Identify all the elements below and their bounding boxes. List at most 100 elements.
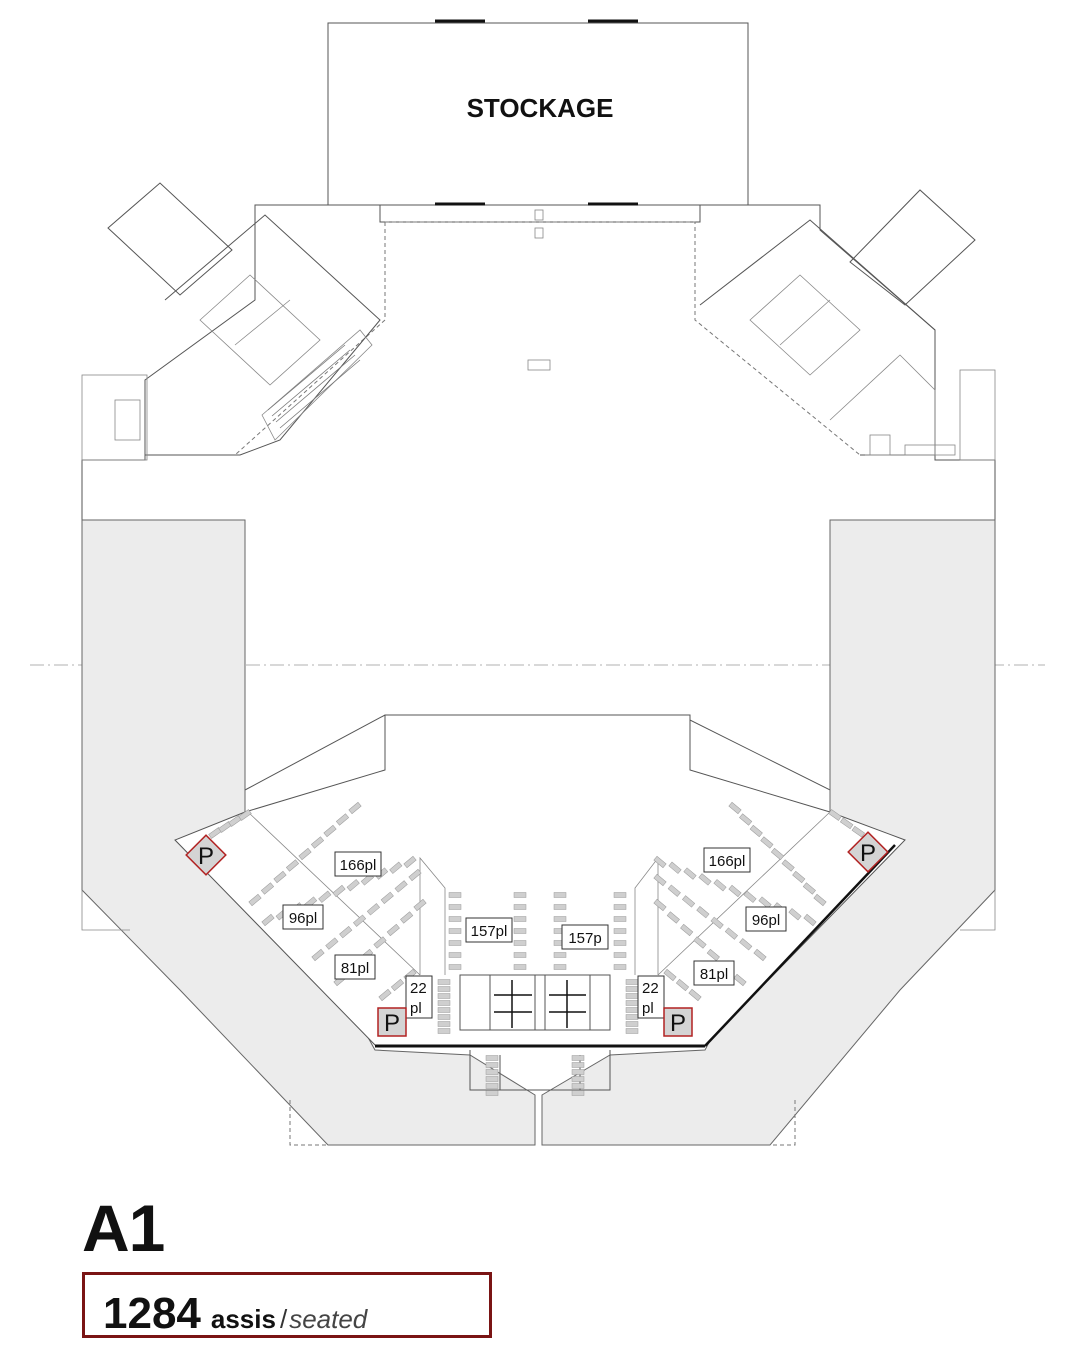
seat (325, 937, 339, 950)
seat (739, 938, 753, 951)
seat (698, 873, 712, 886)
seat (485, 1069, 499, 1075)
seat (571, 1076, 585, 1082)
seat (688, 988, 702, 1002)
seat (448, 892, 462, 898)
seat (553, 904, 567, 910)
seat (311, 948, 325, 962)
seat (485, 1055, 499, 1061)
seat (753, 948, 767, 962)
seat (403, 855, 417, 869)
seat (323, 824, 337, 838)
seat (448, 928, 462, 934)
seat (513, 916, 527, 922)
seat (851, 825, 866, 838)
seat (553, 952, 567, 958)
parking-label: P (670, 1010, 686, 1037)
seat (706, 948, 720, 962)
section-label-right-22: 22 pl (637, 975, 665, 1019)
seat (760, 836, 774, 849)
seat (485, 1076, 499, 1082)
seat (653, 873, 667, 887)
plan-title: A1 (82, 1191, 165, 1265)
svg-text:81pl: 81pl (700, 966, 728, 983)
seat (238, 809, 252, 821)
seat (625, 1014, 639, 1020)
seat (273, 870, 287, 884)
seat (667, 884, 681, 897)
svg-text:81pl: 81pl (341, 960, 369, 977)
seat (625, 1021, 639, 1027)
capacity-label-fr: assis (210, 1304, 276, 1334)
section-label-left-96: 96pl (282, 904, 324, 930)
seat (437, 1014, 451, 1020)
hall-dashed-outline (234, 221, 861, 456)
seat (613, 928, 627, 934)
seat (571, 1055, 585, 1061)
parking-icon-right-bottom (663, 1007, 693, 1037)
seat (749, 824, 763, 838)
seat (437, 1007, 451, 1013)
seat (728, 884, 742, 898)
svg-text:22: 22 (642, 980, 659, 997)
seat (437, 1000, 451, 1006)
seat (248, 893, 262, 907)
seat (298, 847, 312, 861)
seat (625, 1007, 639, 1013)
storage-label: STOCKAGE (467, 93, 614, 123)
section-label-left-81: 81pl (334, 954, 376, 980)
seat (373, 936, 387, 949)
seat (437, 1028, 451, 1034)
seat (513, 904, 527, 910)
seat (663, 968, 677, 982)
parking-icon-left-bottom (377, 1007, 407, 1037)
seat (400, 911, 414, 924)
seat (366, 903, 380, 916)
seat (318, 890, 332, 903)
seat (728, 801, 742, 815)
seat (613, 964, 627, 970)
floor-plan: STOCKAGE (30, 19, 1045, 1146)
seat (437, 993, 451, 999)
seat (553, 964, 567, 970)
seat (675, 978, 690, 992)
seat (310, 836, 325, 849)
seat (408, 868, 422, 882)
seat (448, 952, 462, 958)
section-label-right-166: 166pl (703, 847, 751, 873)
section-label-center-right-157: 157p (561, 924, 609, 950)
seat (613, 940, 627, 946)
storage-room (327, 22, 749, 206)
seat (724, 927, 738, 940)
seat (437, 979, 451, 985)
seat (390, 978, 405, 992)
seat (803, 913, 817, 927)
seat (378, 988, 392, 1002)
seat (710, 916, 724, 929)
seat (332, 884, 346, 898)
seat (625, 1028, 639, 1034)
capacity-box: 1284 assis / seated (82, 1272, 492, 1338)
svg-text:96pl: 96pl (752, 912, 780, 929)
seat (625, 1000, 639, 1006)
seat (802, 882, 816, 895)
svg-text:pl: pl (642, 1000, 654, 1017)
seat (261, 913, 275, 927)
seat (346, 879, 360, 892)
svg-text:96pl: 96pl (289, 910, 317, 927)
section-label-right-81: 81pl (693, 960, 735, 986)
svg-text:22: 22 (410, 980, 427, 997)
seat (513, 952, 527, 958)
capacity-separator: / (279, 1304, 288, 1334)
seat (485, 1090, 499, 1096)
seat (713, 879, 727, 892)
seat (485, 1083, 499, 1089)
seat (693, 936, 707, 949)
section-label-left-166: 166pl (334, 851, 382, 877)
seat (437, 986, 451, 992)
seat (448, 904, 462, 910)
seat (792, 870, 806, 884)
seat (625, 979, 639, 985)
seat (758, 896, 772, 909)
seat (653, 855, 667, 869)
